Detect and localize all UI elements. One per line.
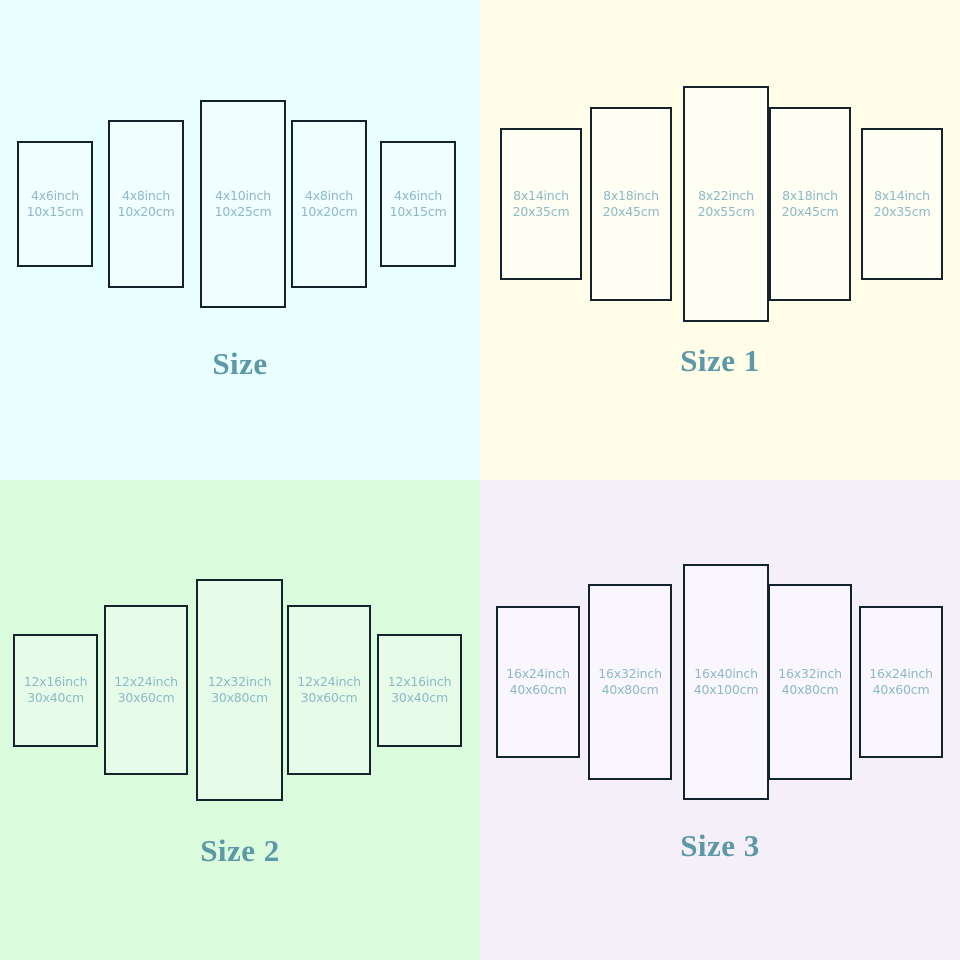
quadrant-title-size-1: Size 1 [680,343,760,378]
panel-size-inch: 4x8inch [121,188,171,203]
panel-size-cm: 30x60cm [300,690,358,705]
panel-size-inch: 16x32inch [598,666,662,681]
panel-size-cm: 30x40cm [391,690,448,705]
panel-size-cm: 20x35cm [512,204,570,219]
panel-size-cm: 40x60cm [872,682,930,697]
panel-size-cm: 40x80cm [781,682,839,697]
quadrant-title-size-3: Size 3 [680,828,760,863]
panel-size-cm: 20x55cm [697,204,755,219]
panel-size-cm: 20x45cm [602,204,660,219]
panel-size-cm: 30x60cm [117,690,175,705]
panel-size-cm: 40x60cm [509,682,567,697]
panel-size-inch: 8x14inch [513,188,569,203]
panel-size-cm: 10x25cm [214,204,272,219]
panel-size-inch: 12x32inch [207,674,272,689]
panel-size-inch: 8x18inch [782,188,838,203]
panel-size-cm: 40x80cm [601,682,659,697]
panel-size-inch: 4x8inch [304,188,354,203]
panel-size-inch: 4x10inch [215,188,271,203]
panel-size-cm: 20x45cm [781,204,839,219]
panel-size-inch: 12x24inch [297,674,361,689]
quadrant-title-size: Size [212,346,268,381]
panel-size-cm: 20x35cm [873,204,931,219]
panel-size-inch: 4x6inch [393,188,443,203]
panel-size-cm: 30x80cm [211,690,268,705]
panel-size-inch: 8x18inch [603,188,659,203]
panel-size-inch: 16x24inch [869,666,933,681]
panel-size-cm: 10x20cm [300,204,358,219]
panel-size-inch: 12x24inch [114,674,178,689]
panel-size-inch: 4x6inch [30,188,80,203]
panel-size-inch: 16x32inch [778,666,842,681]
quadrant-title-size-2: Size 2 [200,833,280,868]
panel-size-inch: 12x16inch [23,674,88,689]
panel-size-inch: 12x16inch [387,674,452,689]
panel-size-cm: 10x15cm [389,204,447,219]
panel-size-cm: 10x15cm [26,204,84,219]
panel-size-cm: 30x40cm [27,690,84,705]
panel-size-cm: 40x100cm [693,682,759,697]
panel-size-inch: 8x22inch [698,188,754,203]
panel-size-cm: 10x20cm [117,204,175,219]
panel-size-inch: 16x40inch [694,666,758,681]
panel-size-inch: 16x24inch [506,666,570,681]
panel-size-inch: 8x14inch [874,188,930,203]
